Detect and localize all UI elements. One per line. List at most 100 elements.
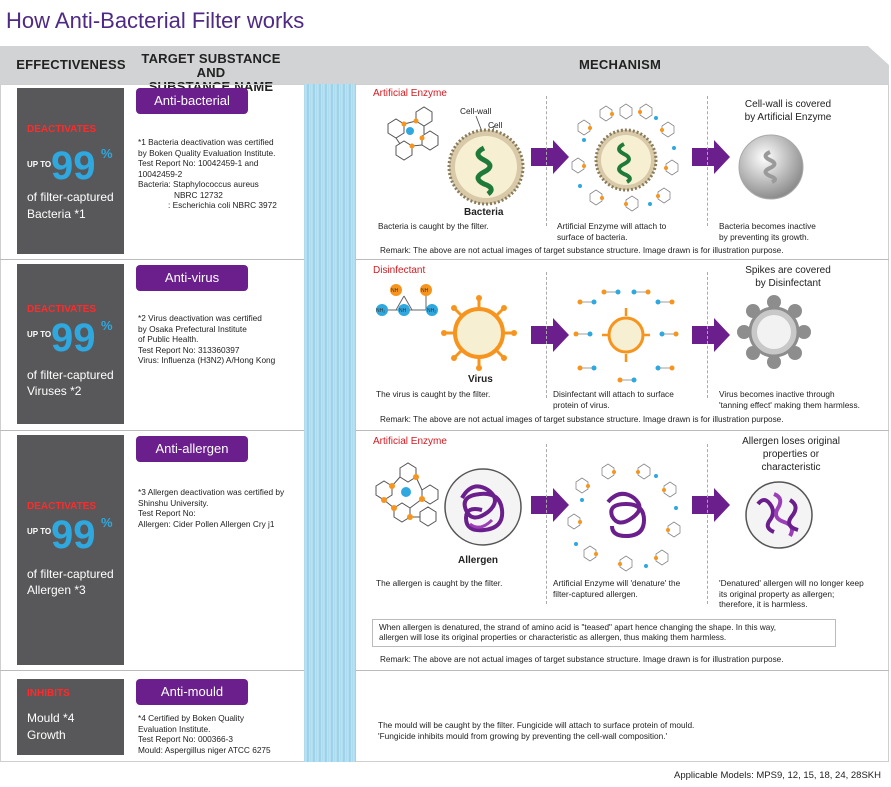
caption-line: The allergen is caught by the filter. (376, 578, 503, 588)
note-line: Bacteria: Staphylococcus aureus (138, 179, 259, 189)
eff-percent: 99 (51, 316, 96, 360)
eff-upto: UP TO (27, 527, 52, 536)
note-line: Evaluation Institute. (138, 723, 211, 734)
note-bacteria: *1 Bacteria deactivation was certified b… (138, 137, 308, 211)
step1-bacteria: Bacteria is caught by the filter. (378, 221, 489, 232)
note-line: : Escherichia coli NBRC 3972 (168, 200, 277, 210)
note-line: Test Report No: (138, 508, 196, 518)
eff-percent: 99 (51, 513, 96, 557)
pill-anti-virus: Anti-virus (136, 265, 248, 291)
note-line: Test Report No: 10042459-1 and (138, 158, 259, 168)
eff-upto: UP TO (27, 160, 52, 169)
explain-line: When allergen is denatured, the strand o… (379, 623, 777, 632)
caption-line: Bacteria is caught by the filter. (378, 221, 489, 231)
arrow-right-icon (692, 488, 730, 522)
result-title-line: Cell-wall is covered (744, 99, 832, 110)
enzyme-molecule-icon (387, 106, 439, 161)
bacteria-icon (447, 115, 525, 206)
caption-line: 'tanning effect' making them harmless. (719, 399, 860, 410)
eff-line2: Allergen *3 (27, 583, 86, 597)
step2-virus: Disinfectant will attach to surface prot… (553, 389, 674, 410)
step3-bacteria: Bacteria becomes inactive by preventing … (719, 221, 816, 242)
step2-allergen: Artificial Enzyme will 'denature' the fi… (553, 578, 680, 599)
enzyme-molecule-icon (375, 462, 439, 527)
remark: Remark: The above are not actual images … (380, 415, 784, 424)
arrow-right-icon (692, 318, 730, 352)
result-title-line: properties or (762, 449, 820, 460)
effectiveness-box-allergen: DEACTIVATES UP TO 99 % of filter-capture… (17, 435, 124, 665)
explain-line: allergen will lose its original properti… (379, 633, 727, 642)
divider (707, 96, 708, 226)
mech-label-enzyme: Artificial Enzyme (373, 436, 447, 447)
organism-virus: Virus (468, 374, 493, 385)
note-line: *1 Bacteria deactivation was certified (138, 137, 274, 147)
eff-upto: UP TO (27, 330, 52, 339)
inactive-virus-icon (737, 295, 811, 369)
result-title-bacteria: Cell-wall is covered by Artificial Enzym… (716, 98, 860, 124)
note-line: Virus: Influenza (H3N2) A/Hong Kong (138, 355, 276, 365)
result-title-virus: Spikes are covered by Disinfectant (716, 264, 860, 290)
caption-line: The mould will be caught by the filter. … (378, 720, 695, 730)
disinfectant-molecule-icon: NH NH NH₂ NH NH₂ (376, 284, 438, 316)
pill-anti-bacterial: Anti-bacterial (136, 88, 248, 114)
result-title-line: by Disinfectant (755, 278, 821, 289)
eff-percent-sign: % (101, 146, 113, 161)
eff-status: DEACTIVATES (27, 501, 97, 512)
caption-line: The virus is caught by the filter. (376, 389, 491, 399)
eff-line2: Viruses *2 (27, 384, 82, 398)
remark: Remark: The above are not actual images … (380, 246, 784, 255)
note-line: by Osaka Prefectural Institute (138, 323, 247, 334)
note-line: 10042459-2 (138, 168, 183, 179)
note-line: Test Report No: 000366-3 (138, 734, 234, 744)
header-band (0, 46, 889, 84)
arrow-right-icon (531, 488, 569, 522)
denatured-allergen-icon (745, 481, 813, 549)
allergen-icon (444, 468, 522, 546)
note-line: Allergen: Cider Pollen Allergen Cry j1 (138, 518, 275, 529)
step3-virus: Virus becomes inactive through 'tanning … (719, 389, 860, 410)
effectiveness-box-mould: INHIBITS Mould *4 Growth (17, 679, 124, 755)
result-title-line: characteristic (761, 462, 821, 473)
eff-percent-sign: % (101, 318, 113, 333)
nh2-label: NH₂ (376, 308, 385, 314)
note-line: of Public Health. (138, 334, 199, 344)
divider (546, 96, 547, 226)
mech-text-mould: The mould will be caught by the filter. … (378, 720, 694, 741)
caption-line: Disinfectant will attach to surface (553, 389, 674, 399)
note-line: *4 Certified by Boken Quality (138, 713, 245, 723)
arrow-right-icon (531, 318, 569, 352)
eff-status: DEACTIVATES (27, 304, 97, 315)
row-separator (0, 259, 889, 260)
nh2-label: NH₂ (427, 308, 436, 314)
label-cellwall: Cell-wall (460, 106, 492, 116)
arrow-right-icon (692, 140, 730, 174)
note-line: Shinshu University. (138, 497, 209, 508)
pill-anti-allergen: Anti-allergen (136, 436, 248, 462)
header-target-line1: TARGET SUBSTANCE AND (141, 51, 281, 80)
caption-line: filter-captured allergen. (553, 588, 638, 599)
applicable-models: Applicable Models: MPS9, 12, 15, 18, 24,… (673, 770, 881, 781)
organism-bacteria: Bacteria (464, 207, 504, 218)
nh-label: NH (399, 308, 407, 314)
note-line: by Boken Quality Evaluation Institute. (138, 147, 276, 158)
effectiveness-box-virus: DEACTIVATES UP TO 99 % of filter-capture… (17, 264, 124, 424)
step1-virus: The virus is caught by the filter. (376, 389, 490, 400)
divider (707, 272, 708, 398)
label-cell: Cell (488, 120, 503, 130)
eff-line2: Growth (27, 728, 66, 742)
pill-anti-mould: Anti-mould (136, 679, 248, 705)
header-mechanism: MECHANISM (579, 57, 661, 72)
caption-line: Artificial Enzyme will attach to (557, 221, 667, 231)
allergen-enzyme-icon (567, 463, 681, 572)
eff-percent-sign: % (101, 515, 113, 530)
result-title-line: by Artificial Enzyme (744, 112, 832, 123)
step1-allergen: The allergen is caught by the filter. (376, 578, 502, 589)
result-title-line: Allergen loses original (742, 436, 840, 447)
mech-label-enzyme: Artificial Enzyme (373, 88, 447, 99)
virus-disinfectant-icon (573, 289, 679, 383)
caption-line: protein of virus. (553, 399, 610, 410)
caption-line: Bacteria becomes inactive (719, 221, 816, 231)
eff-line1: Mould *4 (27, 711, 75, 725)
effectiveness-box-bacteria: DEACTIVATES UP TO 99 % of filter-capture… (17, 88, 124, 254)
caption-line: by preventing its growth. (719, 231, 809, 242)
